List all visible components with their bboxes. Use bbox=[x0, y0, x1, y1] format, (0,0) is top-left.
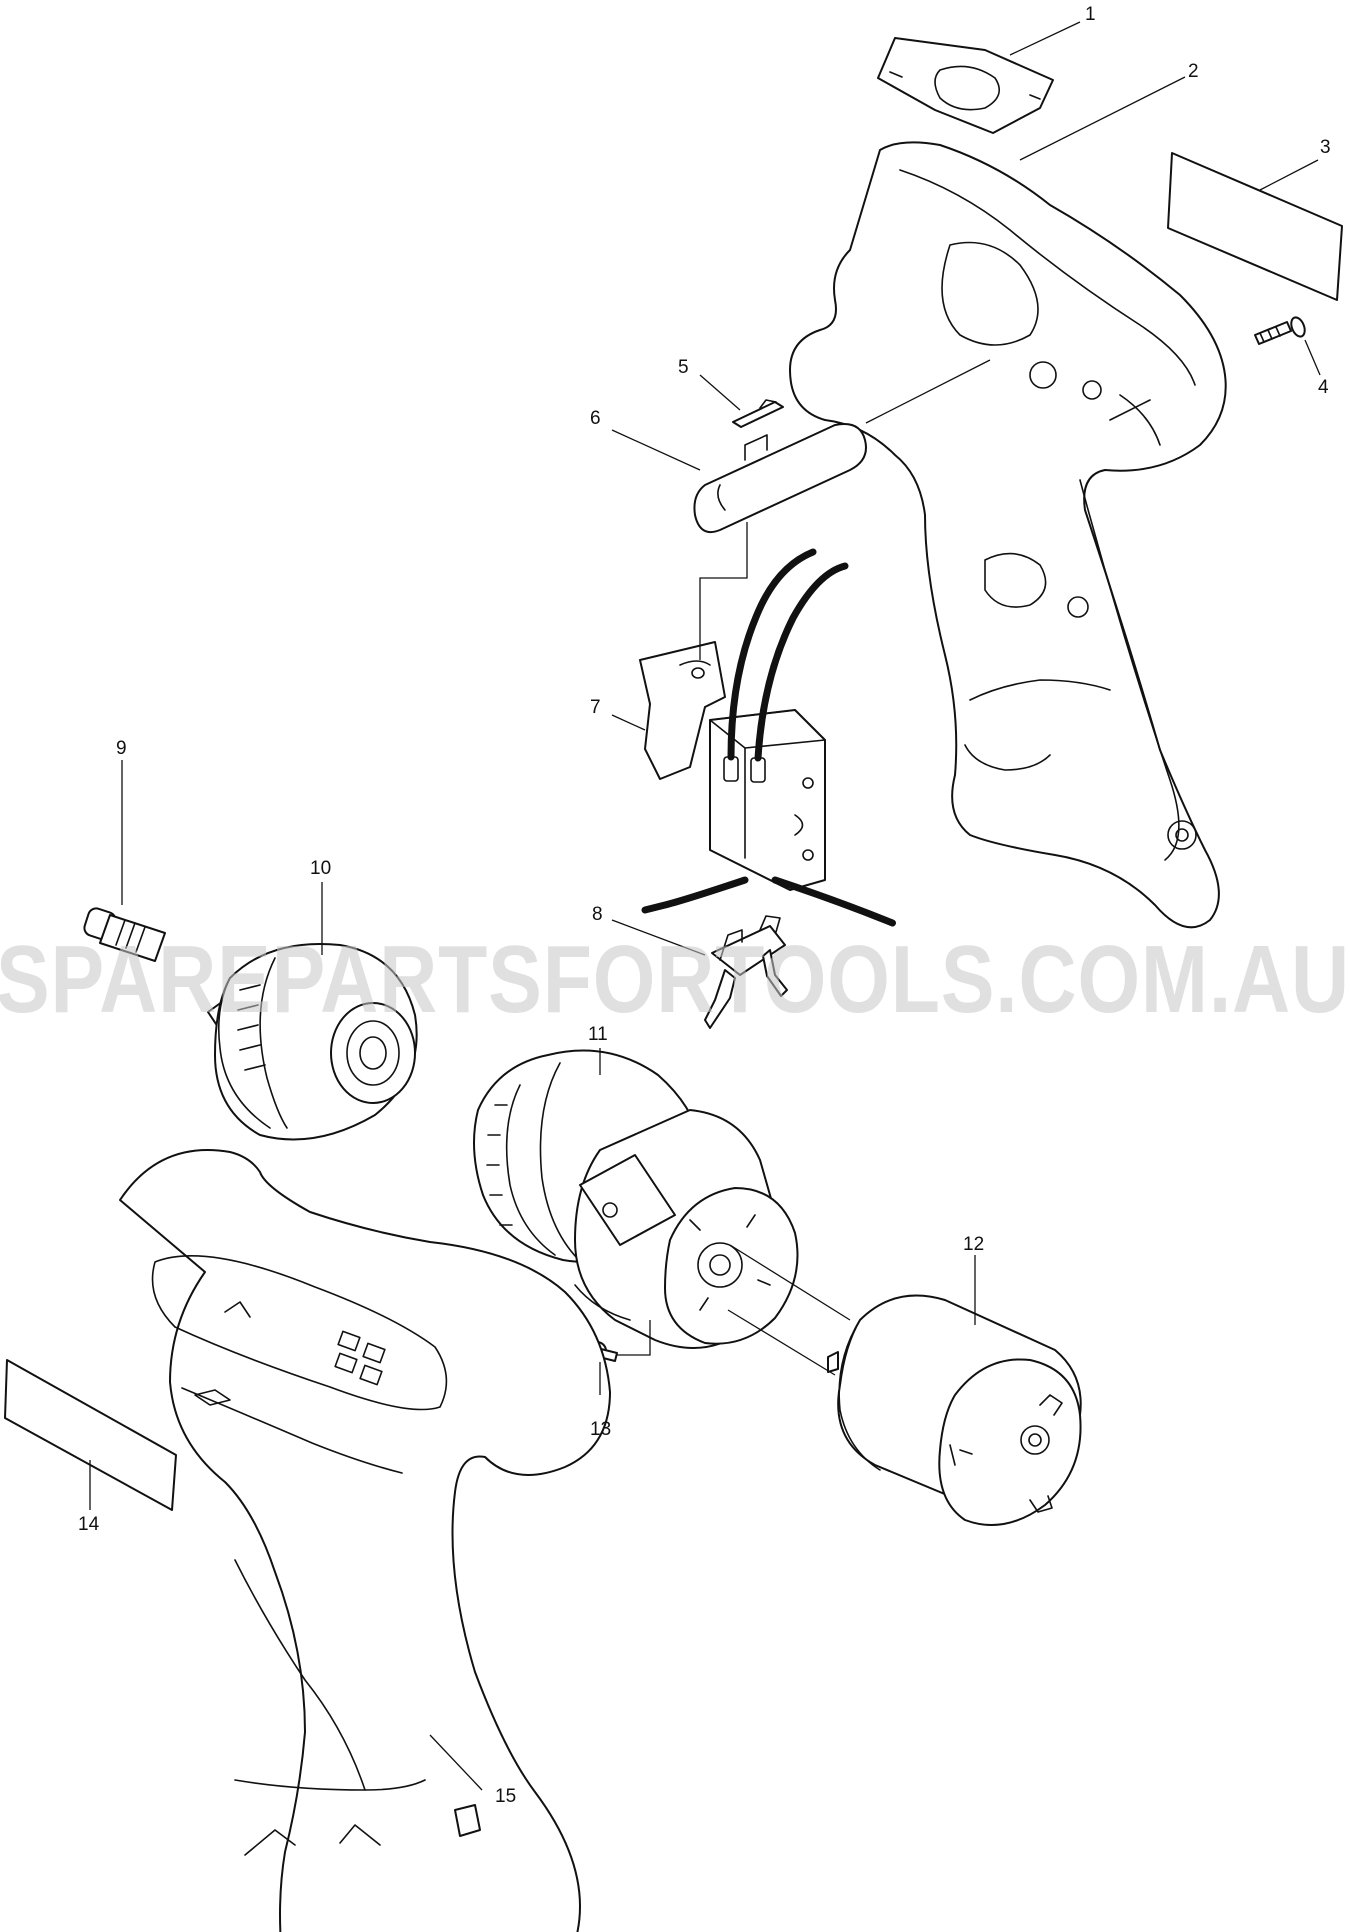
callout-2: 2 bbox=[1188, 61, 1199, 82]
part-12-motor[interactable] bbox=[827, 1294, 1082, 1526]
callout-10: 10 bbox=[310, 858, 331, 879]
part-14-label[interactable] bbox=[4, 1359, 177, 1511]
callout-1: 1 bbox=[1085, 4, 1096, 25]
callout-15: 15 bbox=[495, 1786, 516, 1807]
leader-4 bbox=[1304, 339, 1321, 376]
part-8-terminal[interactable] bbox=[704, 915, 788, 1029]
leader-2 bbox=[1019, 76, 1186, 161]
callout-5: 5 bbox=[678, 357, 689, 378]
callout-12: 12 bbox=[963, 1234, 984, 1255]
leader-8 bbox=[611, 919, 706, 956]
leader-motor-a bbox=[729, 1244, 851, 1321]
part-7-switch[interactable] bbox=[639, 548, 896, 927]
part-11-gear-assembly[interactable] bbox=[473, 1049, 799, 1349]
callout-6: 6 bbox=[590, 408, 601, 429]
leader-15 bbox=[429, 1734, 483, 1791]
part-6-reversing-lever[interactable] bbox=[693, 423, 867, 534]
leader-motor-b bbox=[727, 1309, 836, 1376]
callout-3: 3 bbox=[1320, 137, 1331, 158]
part-9-chuck-screw[interactable] bbox=[82, 906, 166, 962]
part-5-leaf-spring[interactable] bbox=[732, 399, 784, 428]
callouts: 1 2 3 4 5 6 7 8 9 10 11 12 13 14 15 bbox=[78, 4, 1331, 1807]
leader-switch-housing bbox=[865, 359, 991, 424]
callout-11: 11 bbox=[588, 1024, 608, 1045]
leader-5 bbox=[699, 374, 741, 411]
leader-lines bbox=[89, 21, 1321, 1791]
part-2-housing-right[interactable] bbox=[789, 141, 1227, 929]
callout-13: 13 bbox=[590, 1419, 611, 1440]
leader-7 bbox=[611, 714, 646, 731]
part-1-switch-cover[interactable] bbox=[877, 37, 1054, 134]
leader-6 bbox=[611, 429, 701, 471]
part-10-chuck[interactable] bbox=[207, 942, 418, 1141]
leader-gear-screw bbox=[617, 1320, 651, 1356]
callout-9: 9 bbox=[116, 738, 127, 759]
callout-7: 7 bbox=[590, 697, 601, 718]
part-15-housing-left[interactable] bbox=[119, 1149, 611, 1932]
callout-8: 8 bbox=[592, 904, 603, 925]
part-3-label[interactable] bbox=[1167, 152, 1343, 301]
leader-lever-switch-a bbox=[699, 522, 748, 660]
part-4-screw[interactable] bbox=[1254, 315, 1307, 345]
callout-4: 4 bbox=[1318, 377, 1329, 398]
watermark-text: SPAREPARTSFORTOOLS.COM.AU bbox=[0, 926, 1350, 1033]
leader-3 bbox=[1259, 159, 1319, 191]
callout-14: 14 bbox=[78, 1514, 100, 1535]
leader-1 bbox=[1009, 21, 1081, 56]
